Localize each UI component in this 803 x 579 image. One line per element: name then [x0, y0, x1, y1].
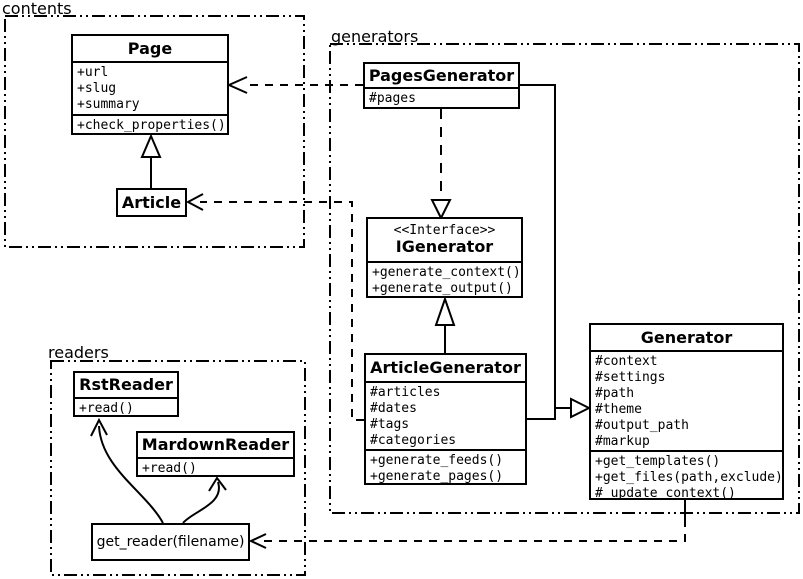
class-mardownreader: MardownReader +read()	[136, 431, 295, 477]
class-articlegenerator-attributes: #articles#dates#tags#categories	[366, 381, 525, 449]
generalization-generators-to-generator	[520, 84, 592, 420]
attribute: #settings	[595, 370, 666, 385]
class-pagesgenerator-attributes: #pages	[365, 87, 518, 107]
class-igenerator-stereotype: <<Interface>>	[393, 223, 496, 238]
class-article-title: Article	[118, 190, 185, 215]
class-article-title-text: Article	[121, 192, 182, 212]
node-get-reader: get_reader(filename)	[91, 523, 250, 561]
attribute: #context	[595, 354, 658, 369]
method: +generate_pages()	[370, 469, 504, 483]
method: +get_files(path,exclude)	[595, 470, 782, 485]
class-mardownreader-title: MardownReader	[138, 433, 293, 457]
package-generators-label: generators	[331, 27, 419, 46]
class-generator-title-text: Generator	[640, 327, 733, 347]
dependency-articlegenerator-to-article	[185, 193, 364, 421]
class-rstreader-title: RstReader	[75, 373, 177, 397]
generalization-article-to-page	[140, 133, 162, 188]
method: +get_templates()	[595, 454, 721, 469]
realization-pagesgenerator-to-igenerator	[430, 109, 452, 221]
class-page-title-text: Page	[127, 38, 173, 58]
class-page-methods: +check_properties()	[73, 114, 227, 133]
class-pagesgenerator-title: PagesGenerator	[365, 64, 518, 87]
method: #_update_context()	[595, 486, 736, 498]
dependency-pagesgenerator-to-page	[226, 76, 363, 94]
dependency-generator-to-getreader	[248, 500, 686, 549]
package-readers-label: readers	[48, 343, 109, 362]
class-mardownreader-title-text: MardownReader	[141, 435, 290, 454]
class-rstreader-title-text: RstReader	[79, 375, 173, 394]
class-page: Page +url+slug+summary +check_properties…	[71, 34, 229, 135]
class-page-attributes: +url+slug+summary	[73, 61, 227, 114]
class-pagesgenerator: PagesGenerator #pages	[363, 62, 520, 109]
attribute: #path	[595, 386, 635, 401]
class-igenerator-title: <<Interface>> IGenerator	[368, 219, 521, 261]
method: +check_properties()	[77, 118, 226, 133]
class-article: Article	[116, 188, 187, 217]
method: +read()	[142, 461, 197, 475]
class-pagesgenerator-title-text: PagesGenerator	[368, 65, 515, 85]
node-get-reader-label: get_reader(filename)	[96, 534, 245, 550]
class-generator: Generator #context#settings#path#theme#o…	[589, 323, 784, 500]
class-articlegenerator-methods: +generate_feeds()+generate_pages()	[366, 449, 525, 483]
attribute: #output_path	[595, 418, 689, 433]
generalization-articlegenerator-to-igenerator	[434, 295, 456, 353]
package-generators-border	[329, 43, 800, 514]
attribute: +slug	[77, 81, 117, 96]
attribute: #dates	[370, 401, 417, 416]
package-readers-border	[50, 360, 306, 576]
class-generator-methods: +get_templates()+get_files(path,exclude)…	[591, 450, 782, 498]
class-igenerator-methods: +generate_context()+generate_output()	[368, 261, 521, 296]
attribute: #articles	[370, 385, 441, 400]
class-articlegenerator-title: ArticleGenerator	[366, 355, 525, 381]
arrow-getreader-to-rstreader	[90, 417, 164, 524]
class-generator-attributes: #context#settings#path#theme#output_path…	[591, 350, 782, 450]
class-rstreader: RstReader +read()	[73, 371, 179, 417]
attribute: #pages	[369, 91, 416, 106]
class-igenerator-title-text: IGenerator	[395, 237, 494, 256]
method: +generate_feeds()	[370, 453, 504, 468]
class-articlegenerator: ArticleGenerator #articles#dates#tags#ca…	[364, 353, 527, 485]
attribute: #theme	[595, 402, 642, 417]
class-mardownreader-methods: +read()	[138, 457, 293, 475]
attribute: #tags	[370, 417, 410, 432]
method: +read()	[79, 401, 134, 415]
class-generator-title: Generator	[591, 325, 782, 350]
attribute: #categories	[370, 433, 457, 448]
package-contents-label: contents	[2, 0, 72, 18]
method: +generate_context()	[372, 265, 521, 280]
class-igenerator: <<Interface>> IGenerator +generate_conte…	[366, 217, 523, 298]
class-rstreader-methods: +read()	[75, 397, 177, 415]
method: +generate_output()	[372, 281, 513, 296]
attribute: #markup	[595, 434, 650, 449]
class-page-title: Page	[73, 36, 227, 61]
attribute: +url	[77, 65, 109, 80]
arrow-getreader-to-mardownreader	[182, 476, 227, 524]
attribute: +summary	[77, 97, 140, 112]
package-contents-border	[4, 15, 305, 248]
class-articlegenerator-title-text: ArticleGenerator	[370, 358, 521, 377]
